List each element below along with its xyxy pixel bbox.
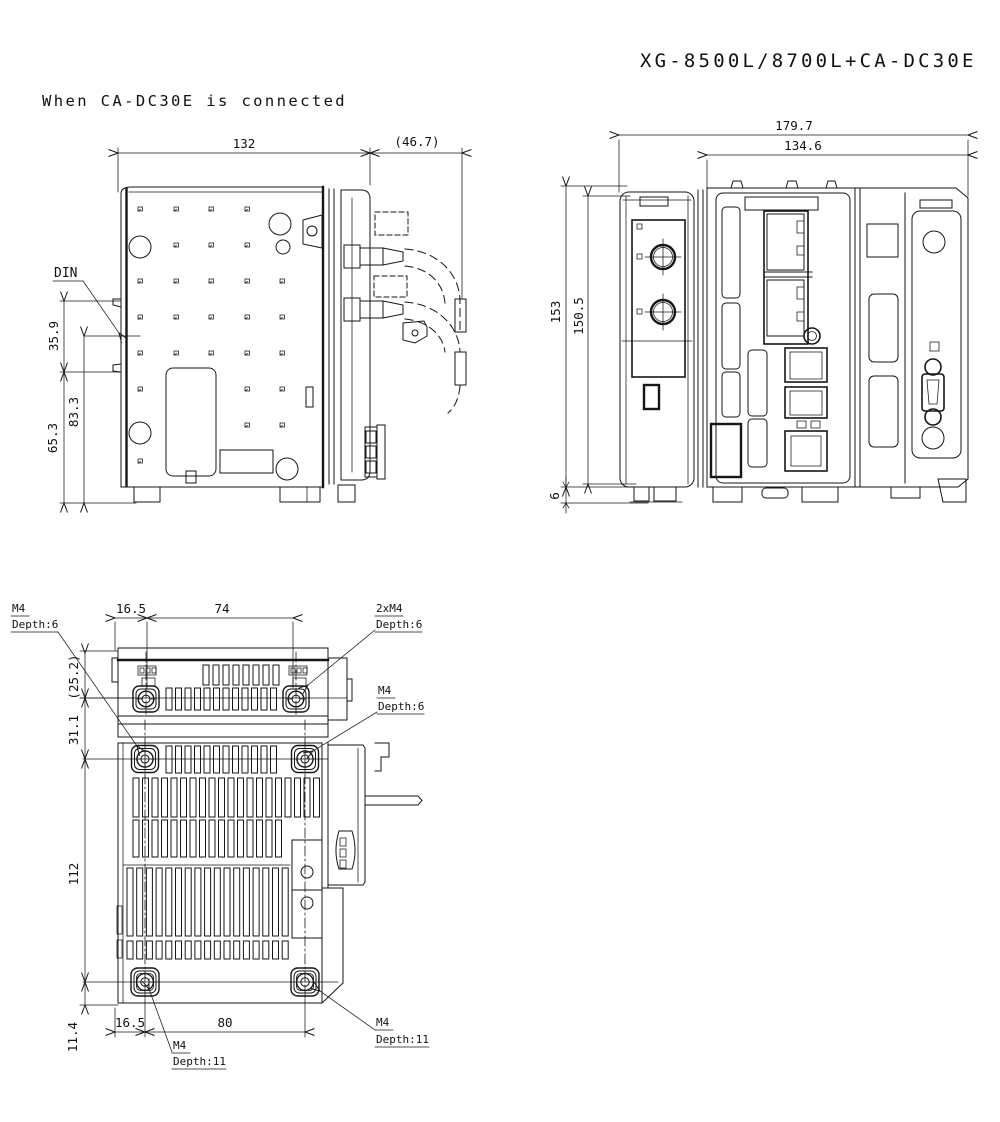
label-recess [165, 367, 217, 477]
drawing-note: When CA-DC30E is connected [42, 92, 347, 110]
front-main-body [706, 180, 969, 503]
front-left-module [619, 191, 695, 503]
label-screw-bottom-left-1: M4 [173, 1039, 187, 1052]
label-screw-bottom-right-1: M4 [376, 1016, 390, 1029]
cable-upper-inner [404, 265, 446, 304]
bottom-main-body [82, 719, 423, 1004]
vent-grill-short [126, 940, 289, 960]
front-feet [712, 478, 967, 503]
front-port-squares [784, 347, 828, 472]
cable-upper-outer [404, 248, 461, 332]
mount-ear-top [302, 214, 323, 249]
dim-bottom-offset-bottom: 16.5 [115, 1015, 145, 1030]
label-screw-top-right-2: Depth:6 [376, 618, 422, 631]
release-lever [364, 795, 423, 806]
cable-lower-outer [404, 301, 461, 353]
drawing-title: XG-8500L/8700L+CA-DC30E [640, 50, 977, 72]
dim-front-overall-width: 179.7 [775, 118, 813, 133]
dim-rail-bottom: 65.3 [45, 423, 60, 453]
dim-din-width: 35.9 [46, 321, 61, 351]
top-section-upper-slots [202, 664, 280, 686]
side-connectors [343, 211, 467, 414]
front-right-panel [904, 192, 962, 484]
din-claw-right [288, 665, 308, 687]
ac-inlet [335, 830, 356, 870]
side-vent-grid [137, 206, 285, 464]
label-screw-top-right-1: 2xM4 [376, 602, 403, 615]
dim-front-main-width: 134.6 [784, 138, 822, 153]
camera-connector-1 [644, 238, 682, 276]
hidden-connector-housing-mid [373, 275, 408, 298]
dim-front-overall-height: 153 [548, 301, 563, 324]
dim-din-to-bottom: 83.3 [66, 397, 81, 427]
top-section-lower-slots [165, 687, 277, 711]
mount-ear-bottom [402, 320, 428, 344]
vent-row-c [132, 819, 282, 858]
label-screw-mid-right-1: M4 [378, 684, 392, 697]
din-label: DIN [54, 266, 77, 281]
side-view: 132 (46.7) DIN 35.9 83.3 65.3 [45, 134, 466, 503]
monitor-connector [921, 373, 945, 412]
front-view: 179.7 134.6 153 150.5 6 [547, 118, 969, 514]
dim-bottom-center-to-body: 31.1 [66, 715, 81, 745]
dim-bottom-pitch-vertical: 112 [66, 863, 81, 886]
dim-bottom-offset: 11.4 [65, 1022, 80, 1052]
dim-bottom-cadc30e-center: (25.2) [66, 654, 81, 699]
front-dark-port [709, 422, 743, 479]
label-screw-top-left-1: M4 [12, 602, 26, 615]
model-label-bar [744, 196, 819, 211]
dim-bottom-pitch-bottom: 80 [217, 1015, 232, 1030]
dim-side-cable: (46.7) [394, 134, 439, 149]
din-claw-left [137, 665, 157, 687]
vent-grill-tall [126, 867, 289, 937]
hidden-connector-housing-top [374, 211, 409, 236]
din-latch-tabs [730, 180, 838, 189]
side-body-outline [112, 185, 371, 503]
vent-row-a [165, 745, 277, 774]
bottom-top-section [79, 647, 353, 738]
dim-bottom-pitch-top: 74 [214, 601, 229, 616]
dim-front-foot-height: 6 [547, 492, 562, 500]
camera-connector-2 [644, 293, 682, 331]
front-left-port [642, 383, 661, 411]
label-screw-mid-right-2: Depth:6 [378, 700, 424, 713]
vent-row-b [132, 777, 320, 818]
cable-lower-end [454, 351, 467, 386]
label-screw-bottom-left-2: Depth:11 [173, 1055, 226, 1068]
cable-upper-end [454, 298, 467, 333]
thumbscrew [803, 327, 821, 345]
dim-side-width: 132 [233, 136, 256, 151]
cable-lower-inner [404, 318, 446, 353]
side-clip [374, 742, 390, 772]
label-screw-top-left-2: Depth:6 [12, 618, 58, 631]
bottom-view: M4 Depth:6 2xM4 Depth:6 M4 Depth:6 16.5 … [10, 601, 430, 1070]
connector-bay [763, 210, 821, 345]
side-features [128, 212, 386, 484]
label-screw-bottom-right-2: Depth:11 [376, 1033, 429, 1046]
dim-bottom-offset-top: 16.5 [116, 601, 146, 616]
dim-front-body-height: 150.5 [571, 297, 586, 335]
